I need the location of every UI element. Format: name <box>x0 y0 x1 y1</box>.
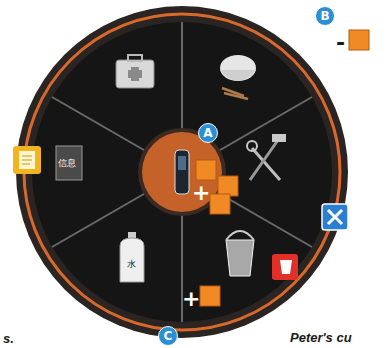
callout-circle: A <box>198 123 218 143</box>
bottle-text: 水 <box>127 258 136 271</box>
callout-letter: C <box>164 330 173 342</box>
book-icon <box>56 146 82 180</box>
flashlight-icon <box>175 150 189 194</box>
water-bottle-icon <box>120 232 144 282</box>
callout-letter: B <box>320 10 329 22</box>
callout-letter: A <box>203 127 212 139</box>
caption-fragment: Peter's cu <box>290 330 352 345</box>
red-badge <box>272 254 298 280</box>
wheel-rim <box>16 6 348 338</box>
plus-sign: + <box>192 180 210 205</box>
first-aid-icon <box>116 55 154 88</box>
wheel-ring <box>24 14 340 330</box>
wheel-face <box>32 22 332 322</box>
resource-cube <box>200 286 220 306</box>
tool-badge <box>322 204 348 230</box>
callout-circle: B <box>315 6 335 26</box>
rice-bowl-icon <box>220 55 256 99</box>
sector-lines <box>52 22 312 322</box>
callout-circle: C <box>158 326 178 346</box>
caption-fragment: s. <box>3 331 14 346</box>
minus-sign: - <box>336 30 345 55</box>
document-badge <box>13 146 41 174</box>
bucket-icon <box>226 231 254 276</box>
flashlight-lens <box>178 156 186 170</box>
tools-icon <box>247 134 286 180</box>
plus-sign: + <box>182 286 200 311</box>
resource-cube <box>349 30 369 50</box>
book-text: 信息 <box>58 157 76 170</box>
hub <box>142 132 222 212</box>
